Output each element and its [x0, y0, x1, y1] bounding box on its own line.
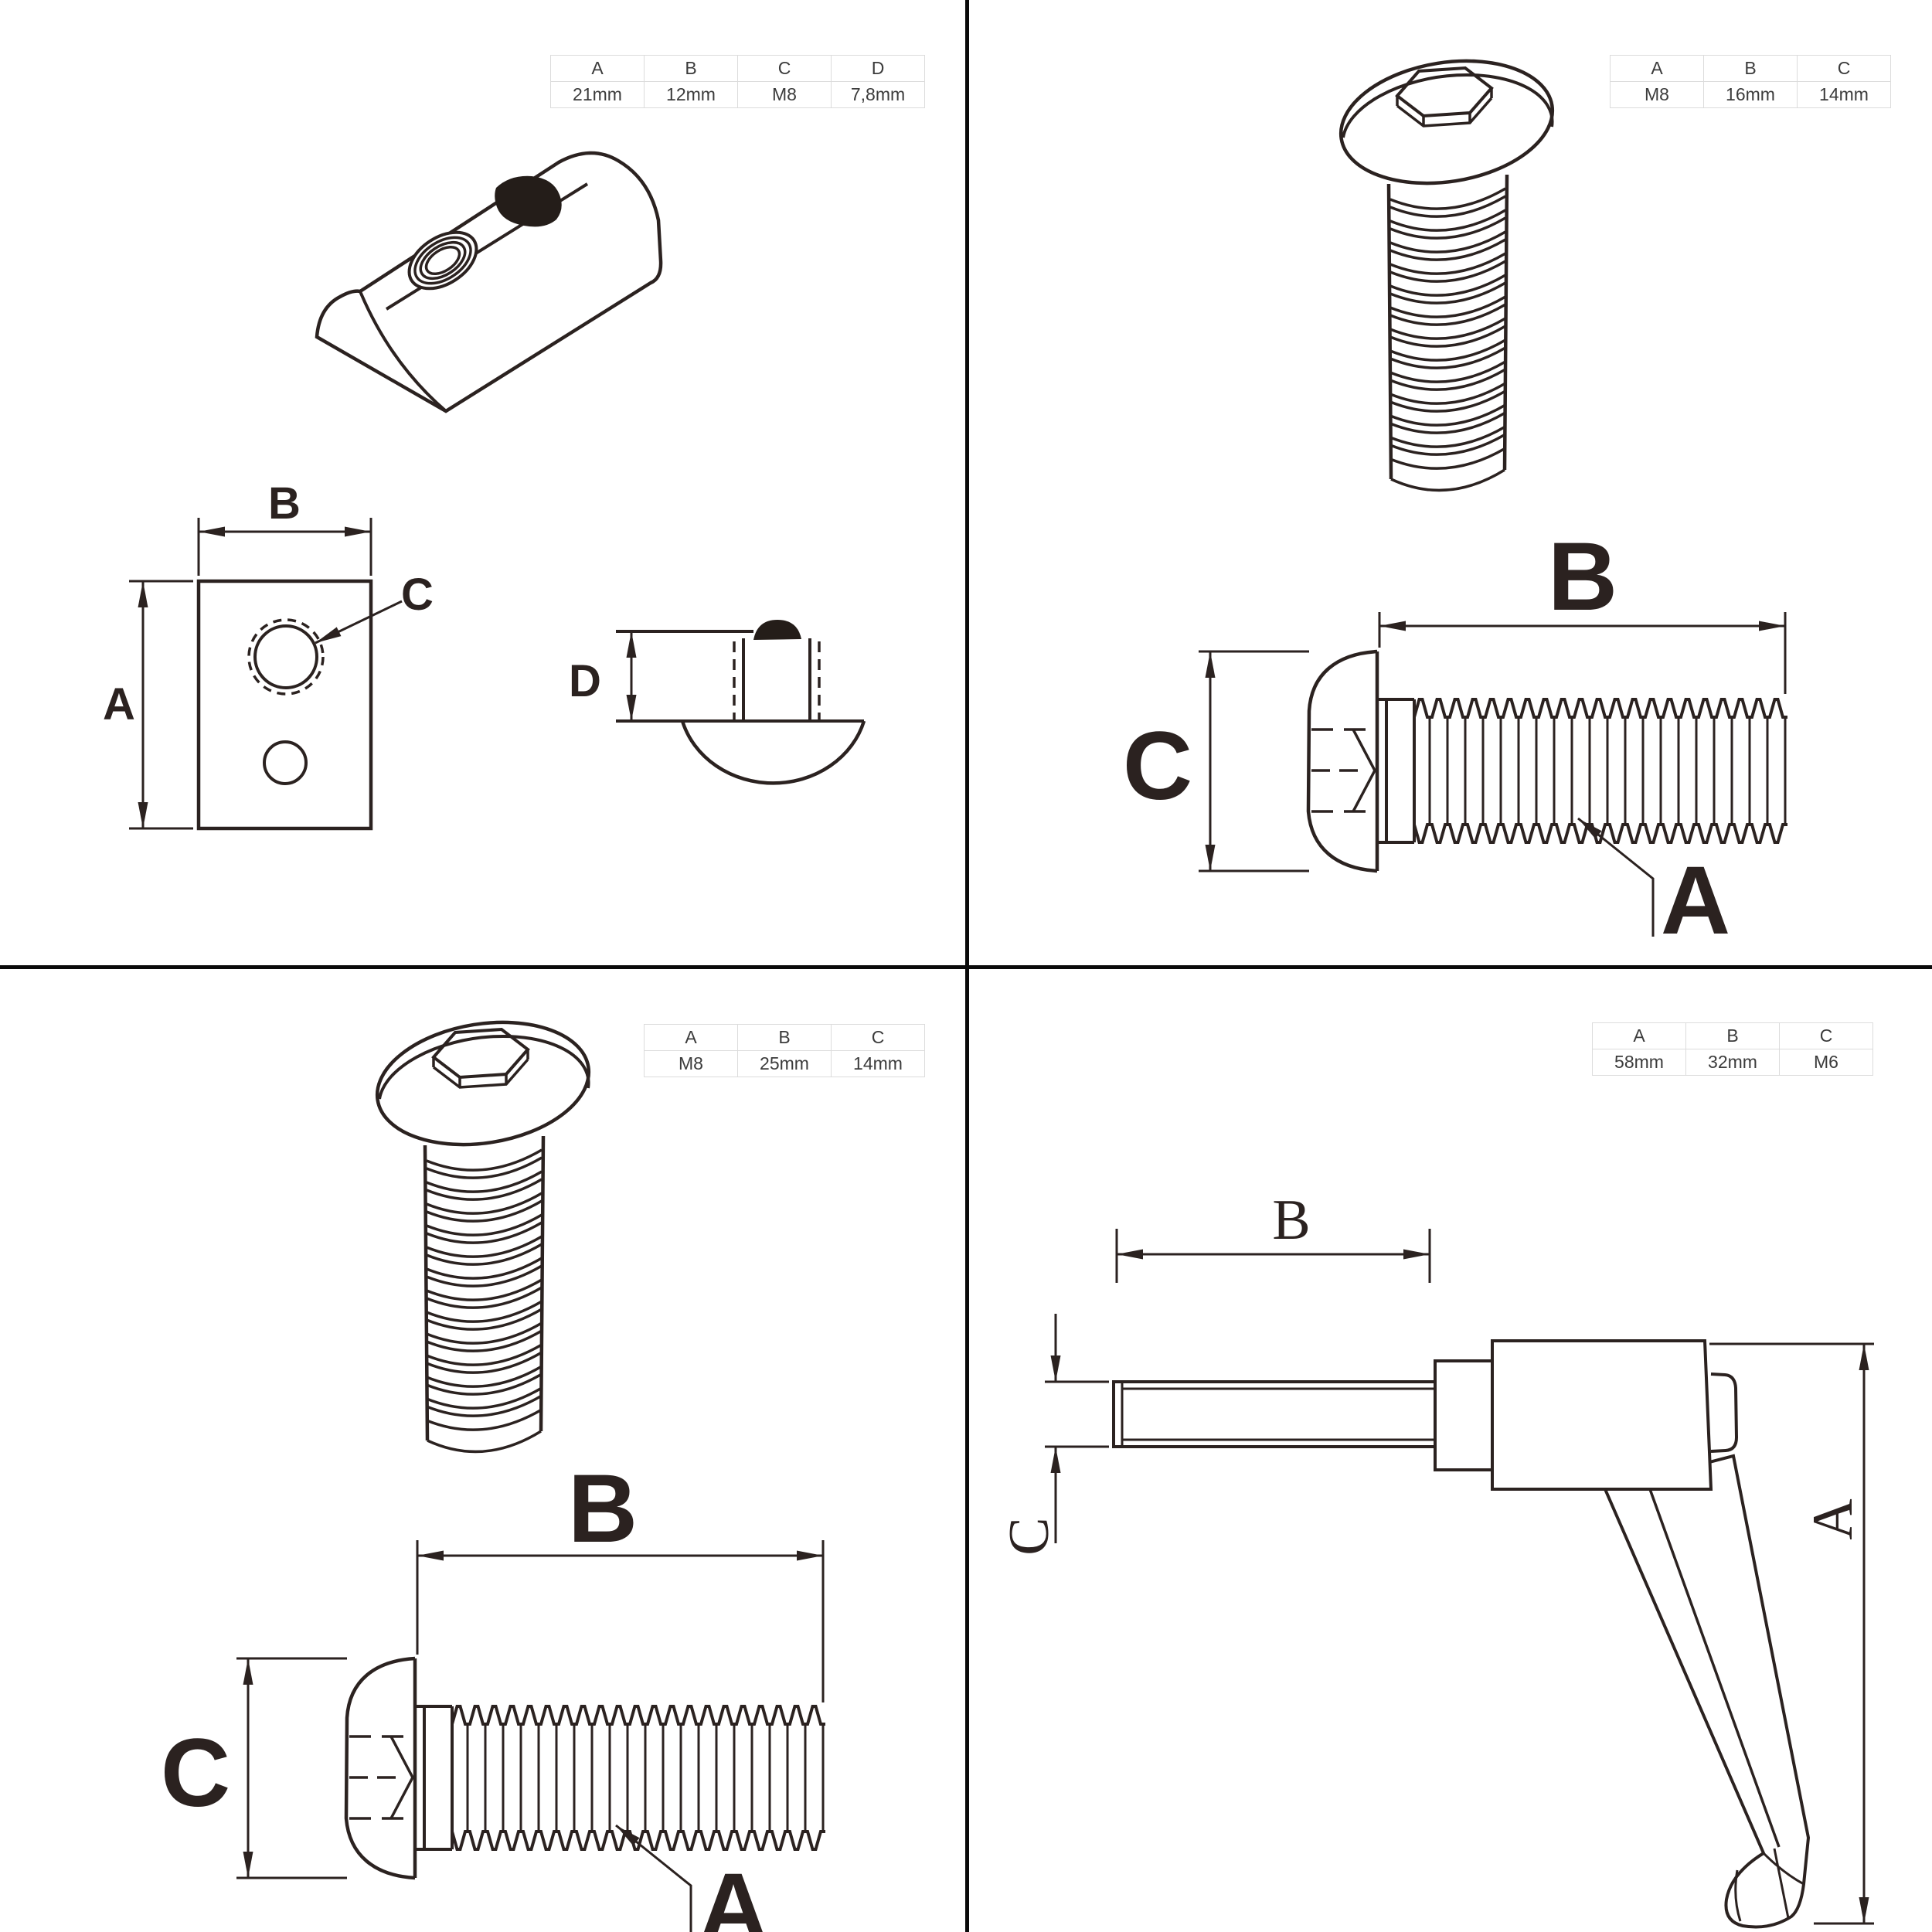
screw25-drawing: B C A [161, 1008, 825, 1932]
table-value: 16mm [1703, 81, 1798, 108]
dim-label-a: A [1661, 847, 1730, 954]
table-header: B [737, 1024, 832, 1051]
dim-label-a: A [699, 1854, 768, 1932]
table-value: M6 [1779, 1049, 1873, 1076]
screw25-3d-view [369, 1008, 598, 1451]
dim-label-b: B [1548, 523, 1617, 631]
lever-dimensions [1045, 1229, 1874, 1925]
table-value: 12mm [644, 81, 738, 108]
dim-label-d: D [569, 656, 601, 706]
dimension-table-screw25: A B C M8 25mm 14mm [644, 1024, 925, 1077]
table-header: B [644, 55, 738, 82]
table-value: 25mm [737, 1050, 832, 1077]
table-header: A [1610, 55, 1704, 82]
table-value: M8 [737, 81, 832, 108]
table-header: C [1779, 1022, 1873, 1049]
table-header: D [831, 55, 925, 82]
table-header: C [1797, 55, 1891, 82]
tnut-drawing: B A C D [103, 151, 866, 831]
spring-ball [495, 175, 562, 227]
table-value: 14mm [1797, 81, 1891, 108]
table-header: C [831, 1024, 925, 1051]
screw16-drawing: B C A [1123, 46, 1787, 954]
lever-handle [1603, 1454, 1811, 1929]
dim-label-a: A [1801, 1498, 1865, 1539]
dim-label-b: B [268, 478, 301, 529]
table-value: 58mm [1592, 1049, 1686, 1076]
table-header: B [1703, 55, 1798, 82]
dim-label-c: C [161, 1719, 230, 1827]
spring-ball-profile [753, 620, 801, 640]
dimension-table-tnut: A B C D 21mm 12mm M8 7,8mm [550, 55, 925, 108]
screw16-3d-view [1332, 46, 1562, 490]
table-value: 32mm [1685, 1049, 1780, 1076]
table-value: 14mm [831, 1050, 925, 1077]
dim-label-c: C [998, 1517, 1061, 1555]
dim-label-c: C [401, 570, 434, 620]
dimension-table-lever: A B C 58mm 32mm M6 [1592, 1022, 1873, 1076]
dimension-table-screw16: A B C M8 16mm 14mm [1610, 55, 1891, 108]
tnut-3d-view [315, 151, 663, 413]
lever-stud [1112, 1359, 1494, 1471]
tnut-front-view [129, 518, 403, 831]
table-header: A [1592, 1022, 1686, 1049]
dim-label-b: B [568, 1455, 638, 1563]
table-value: M8 [644, 1050, 738, 1077]
table-value: M8 [1610, 81, 1704, 108]
dim-label-c: C [1123, 713, 1192, 820]
table-header: C [737, 55, 832, 82]
tnut-profile-view [616, 620, 866, 785]
table-value: 7,8mm [831, 81, 925, 108]
dim-label-b: B [1272, 1189, 1310, 1252]
table-header: B [1685, 1022, 1780, 1049]
table-header: A [550, 55, 645, 82]
lever-drawing: B A C [998, 1189, 1874, 1929]
table-header: A [644, 1024, 738, 1051]
table-value: 21mm [550, 81, 645, 108]
dim-label-a: A [103, 679, 135, 730]
lever-body [1491, 1339, 1739, 1491]
